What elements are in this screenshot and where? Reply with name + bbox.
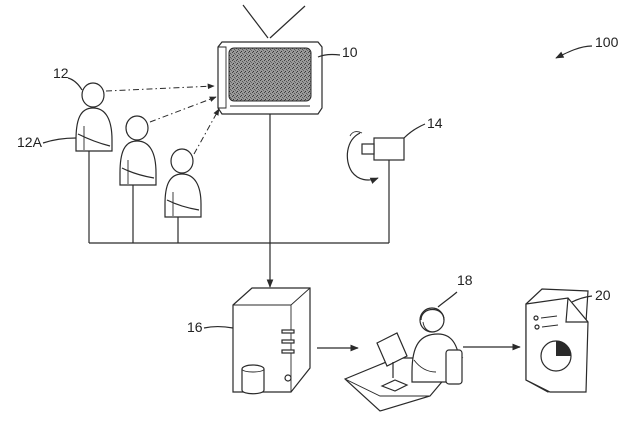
operator-headset-mic xyxy=(422,321,435,333)
gaze-line-back xyxy=(193,108,220,155)
viewer-device-leader xyxy=(42,137,77,144)
tv-antenna-left xyxy=(242,4,269,39)
television: 10 xyxy=(217,4,358,115)
viewer-back-body xyxy=(164,173,202,218)
viewer-device-label: 12A xyxy=(17,134,43,150)
viewer-leader xyxy=(67,77,83,91)
operator-leader xyxy=(437,291,458,308)
report-text-line-2 xyxy=(541,324,559,328)
report-leader xyxy=(571,295,593,303)
gaze-line-middle xyxy=(149,96,217,123)
viewer-front xyxy=(75,82,113,152)
report-bullet-2 xyxy=(534,324,540,330)
report-bullet-1 xyxy=(533,315,539,321)
viewer-middle xyxy=(119,115,157,186)
server-drive-2 xyxy=(281,339,295,344)
operator-keyboard xyxy=(380,379,409,392)
system-callout: 100 xyxy=(555,34,619,59)
report-folded-corner xyxy=(565,297,588,323)
viewer-middle-body xyxy=(119,140,157,186)
server-drive-3 xyxy=(281,349,295,354)
camera-lens xyxy=(361,143,375,155)
camera-rotation-tail xyxy=(349,131,363,137)
viewer-back-head xyxy=(170,148,194,174)
server-drive-1 xyxy=(281,329,295,334)
camera-body xyxy=(373,137,405,161)
viewer-back-band xyxy=(166,199,200,211)
tv-screen xyxy=(228,47,312,102)
viewer-device-band xyxy=(77,133,111,147)
tv-antenna-right xyxy=(269,5,306,39)
camera-leader xyxy=(403,123,426,139)
camera-label: 14 xyxy=(427,115,443,131)
gaze-line-front xyxy=(105,83,215,92)
server-leader xyxy=(203,325,234,329)
report-document: 20 xyxy=(525,287,611,393)
operator-arm xyxy=(413,359,437,373)
system-arrow xyxy=(555,45,593,59)
viewer-back xyxy=(164,148,202,218)
report-text-line-1 xyxy=(540,315,558,319)
operator-desk-edge xyxy=(344,378,430,397)
camera-rotation-arc xyxy=(346,132,379,184)
database xyxy=(241,364,265,395)
operator-headset xyxy=(420,308,445,321)
viewer-front-body xyxy=(75,107,113,152)
viewer-front-head xyxy=(81,82,105,108)
database-rim xyxy=(241,368,265,373)
server-power xyxy=(284,374,292,382)
connection-bus xyxy=(88,114,390,288)
operator-workstation: 18 xyxy=(343,272,473,412)
television-label: 10 xyxy=(342,44,358,60)
system-label: 100 xyxy=(595,34,619,50)
database-body xyxy=(241,369,265,395)
operator-label: 18 xyxy=(457,272,473,288)
operator-monitor xyxy=(376,332,408,367)
viewer-middle-head xyxy=(125,115,149,141)
viewer-label: 12 xyxy=(53,65,69,81)
camera: 14 xyxy=(346,115,443,184)
television-leader xyxy=(317,53,341,58)
viewer-middle-band xyxy=(121,167,155,179)
report-pie-slice xyxy=(556,341,571,356)
report-label: 20 xyxy=(595,287,611,303)
server-label: 16 xyxy=(187,319,203,335)
tv-cabinet-side xyxy=(218,46,227,109)
operator-chair xyxy=(445,349,463,385)
